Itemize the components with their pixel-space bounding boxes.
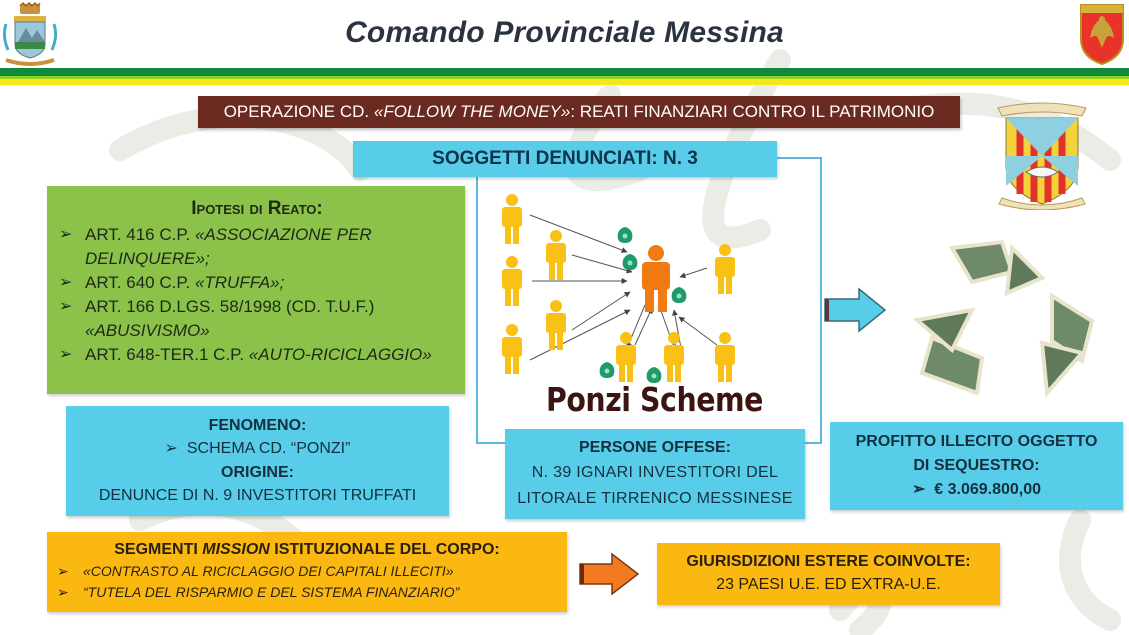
bullet-arrow-icon: ➢ [57,563,69,579]
profitto-amount-row: ➢ € 3.069.800,00 [830,478,1123,502]
page-title: Comando Provinciale Messina [345,16,784,49]
ipotesi-list: ➢ ART. 416 C.P. «ASSOCIAZIONE PER DELINQU… [59,223,455,367]
list-item: ➢ ART. 648-TER.1 C.P. «AUTO-RICICLAGGIO» [59,343,455,367]
fenomeno-item-text: SCHEMA CD. “PONZI” [186,440,351,457]
fenomeno-heading: FENOMENO: [208,417,307,434]
ponzi-scheme-label: Ponzi Scheme [546,380,764,419]
operation-suffix: : REATI FINANZIARI CONTRO IL PATRIMONIO [570,102,935,121]
fenomeno-box: FENOMENO: ➢ SCHEMA CD. “PONZI” ORIGINE: … [66,406,449,516]
persone-offese-line2: LITORALE TIRRENICO MESSINESE [517,490,793,507]
bullet-arrow-icon: ➢ [57,584,69,600]
unit-crest-icon [997,102,1087,210]
profitto-illecito-box: PROFITTO ILLECITO OGGETTO DI SEQUESTRO: … [830,422,1123,510]
profitto-amount: € 3.069.800,00 [934,481,1042,498]
comando-regionale-sicilia-shield-icon [1080,4,1124,66]
article-desc: «ASSOCIAZIONE PER DELINQUERE»; [85,225,372,268]
segmenti-mission-box: SEGMENTI MISSION ISTITUZIONALE DEL CORPO… [47,532,567,612]
persone-offese-box: PERSONE OFFESE: N. 39 IGNARI INVESTITORI… [505,429,805,519]
article-ref: ART. 416 C.P. [85,225,195,244]
segmenti-item: «CONTRASTO AL RICICLAGGIO DEI CAPITALI I… [83,563,454,579]
arrow-right-icon [579,552,640,596]
article-ref: ART. 166 D.LGS. 58/1998 (CD. T.U.F.) [85,297,375,316]
bullet-arrow-icon: ➢ [59,346,73,363]
list-item: ➢ ART. 416 C.P. «ASSOCIAZIONE PER DELINQU… [59,223,455,271]
giurisdizioni-heading: GIURISDIZIONI ESTERE COINVOLTE: [686,553,971,570]
segmenti-heading-pre: SEGMENTI [114,541,203,558]
giurisdizioni-text: 23 PAESI U.E. ED EXTRA-U.E. [716,576,941,593]
list-item: ➢ “TUTELA DEL RISPARMIO E DEL SISTEMA FIN… [57,582,557,603]
segmenti-item: “TUTELA DEL RISPARMIO E DEL SISTEMA FINA… [83,584,460,600]
arrow-right-icon [824,287,887,333]
giurisdizioni-estere-box: GIURISDIZIONI ESTERE COINVOLTE: 23 PAESI… [657,543,1000,605]
list-item: ➢ ART. 166 D.LGS. 58/1998 (CD. T.U.F.) «A… [59,295,455,343]
ponzi-scheme-diagram-icon [502,194,735,383]
article-desc: «ABUSIVISMO» [85,321,210,340]
profitto-line2: DI SEQUESTRO: [913,457,1040,474]
article-desc: «AUTO-RICICLAGGIO» [248,345,432,364]
profitto-line1: PROFITTO ILLECITO OGGETTO [855,433,1098,450]
origine-heading: ORIGINE: [221,464,294,481]
header-stripe-green [0,68,1129,76]
segmenti-heading: SEGMENTI MISSION ISTITUZIONALE DEL CORPO… [57,539,557,561]
money-recycle-icon [912,239,1095,398]
guardia-di-finanza-crest-icon [2,2,58,66]
operation-prefix: OPERAZIONE CD. [223,102,374,121]
soggetti-denunciati-box: SOGGETTI DENUNCIATI: N. 3 [353,141,777,177]
segmenti-list: ➢ «CONTRASTO AL RICICLAGGIO DEI CAPITALI … [57,561,557,603]
persone-offese-heading: PERSONE OFFESE: [578,439,732,456]
bullet-arrow-icon: ➢ [59,298,73,315]
origine-text: DENUNCE DI N. 9 INVESTITORI TRUFFATI [98,487,417,504]
article-ref: ART. 640 C.P. [85,273,195,292]
header: Comando Provinciale Messina [0,0,1129,85]
header-stripe-yellow [0,79,1129,85]
bullet-arrow-icon: ➢ [164,440,178,457]
ipotesi-di-reato-box: Ipotesi di Reato: ➢ ART. 416 C.P. «ASSOCI… [47,186,465,394]
ipotesi-heading: Ipotesi di Reato: [191,198,323,219]
bullet-arrow-icon: ➢ [911,481,926,498]
segmenti-heading-post: ISTITUZIONALE DEL CORPO: [269,541,500,558]
segmenti-heading-italic: MISSION [202,541,270,558]
operation-name: «FOLLOW THE MONEY» [373,102,571,121]
bullet-arrow-icon: ➢ [59,274,73,291]
persone-offese-line1: N. 39 IGNARI INVESTITORI DEL [531,464,779,481]
list-item: ➢ «CONTRASTO AL RICICLAGGIO DEI CAPITALI … [57,561,557,582]
header-stripe-lime [0,76,1129,79]
list-item: ➢ ART. 640 C.P. «TRUFFA»; [59,271,455,295]
article-ref: ART. 648-TER.1 C.P. [85,345,249,364]
bullet-arrow-icon: ➢ [59,226,73,243]
operation-banner: OPERAZIONE CD. «FOLLOW THE MONEY»: REATI… [198,96,960,128]
article-desc: «TRUFFA»; [194,273,285,292]
fenomeno-item: ➢ SCHEMA CD. “PONZI” [66,437,449,461]
